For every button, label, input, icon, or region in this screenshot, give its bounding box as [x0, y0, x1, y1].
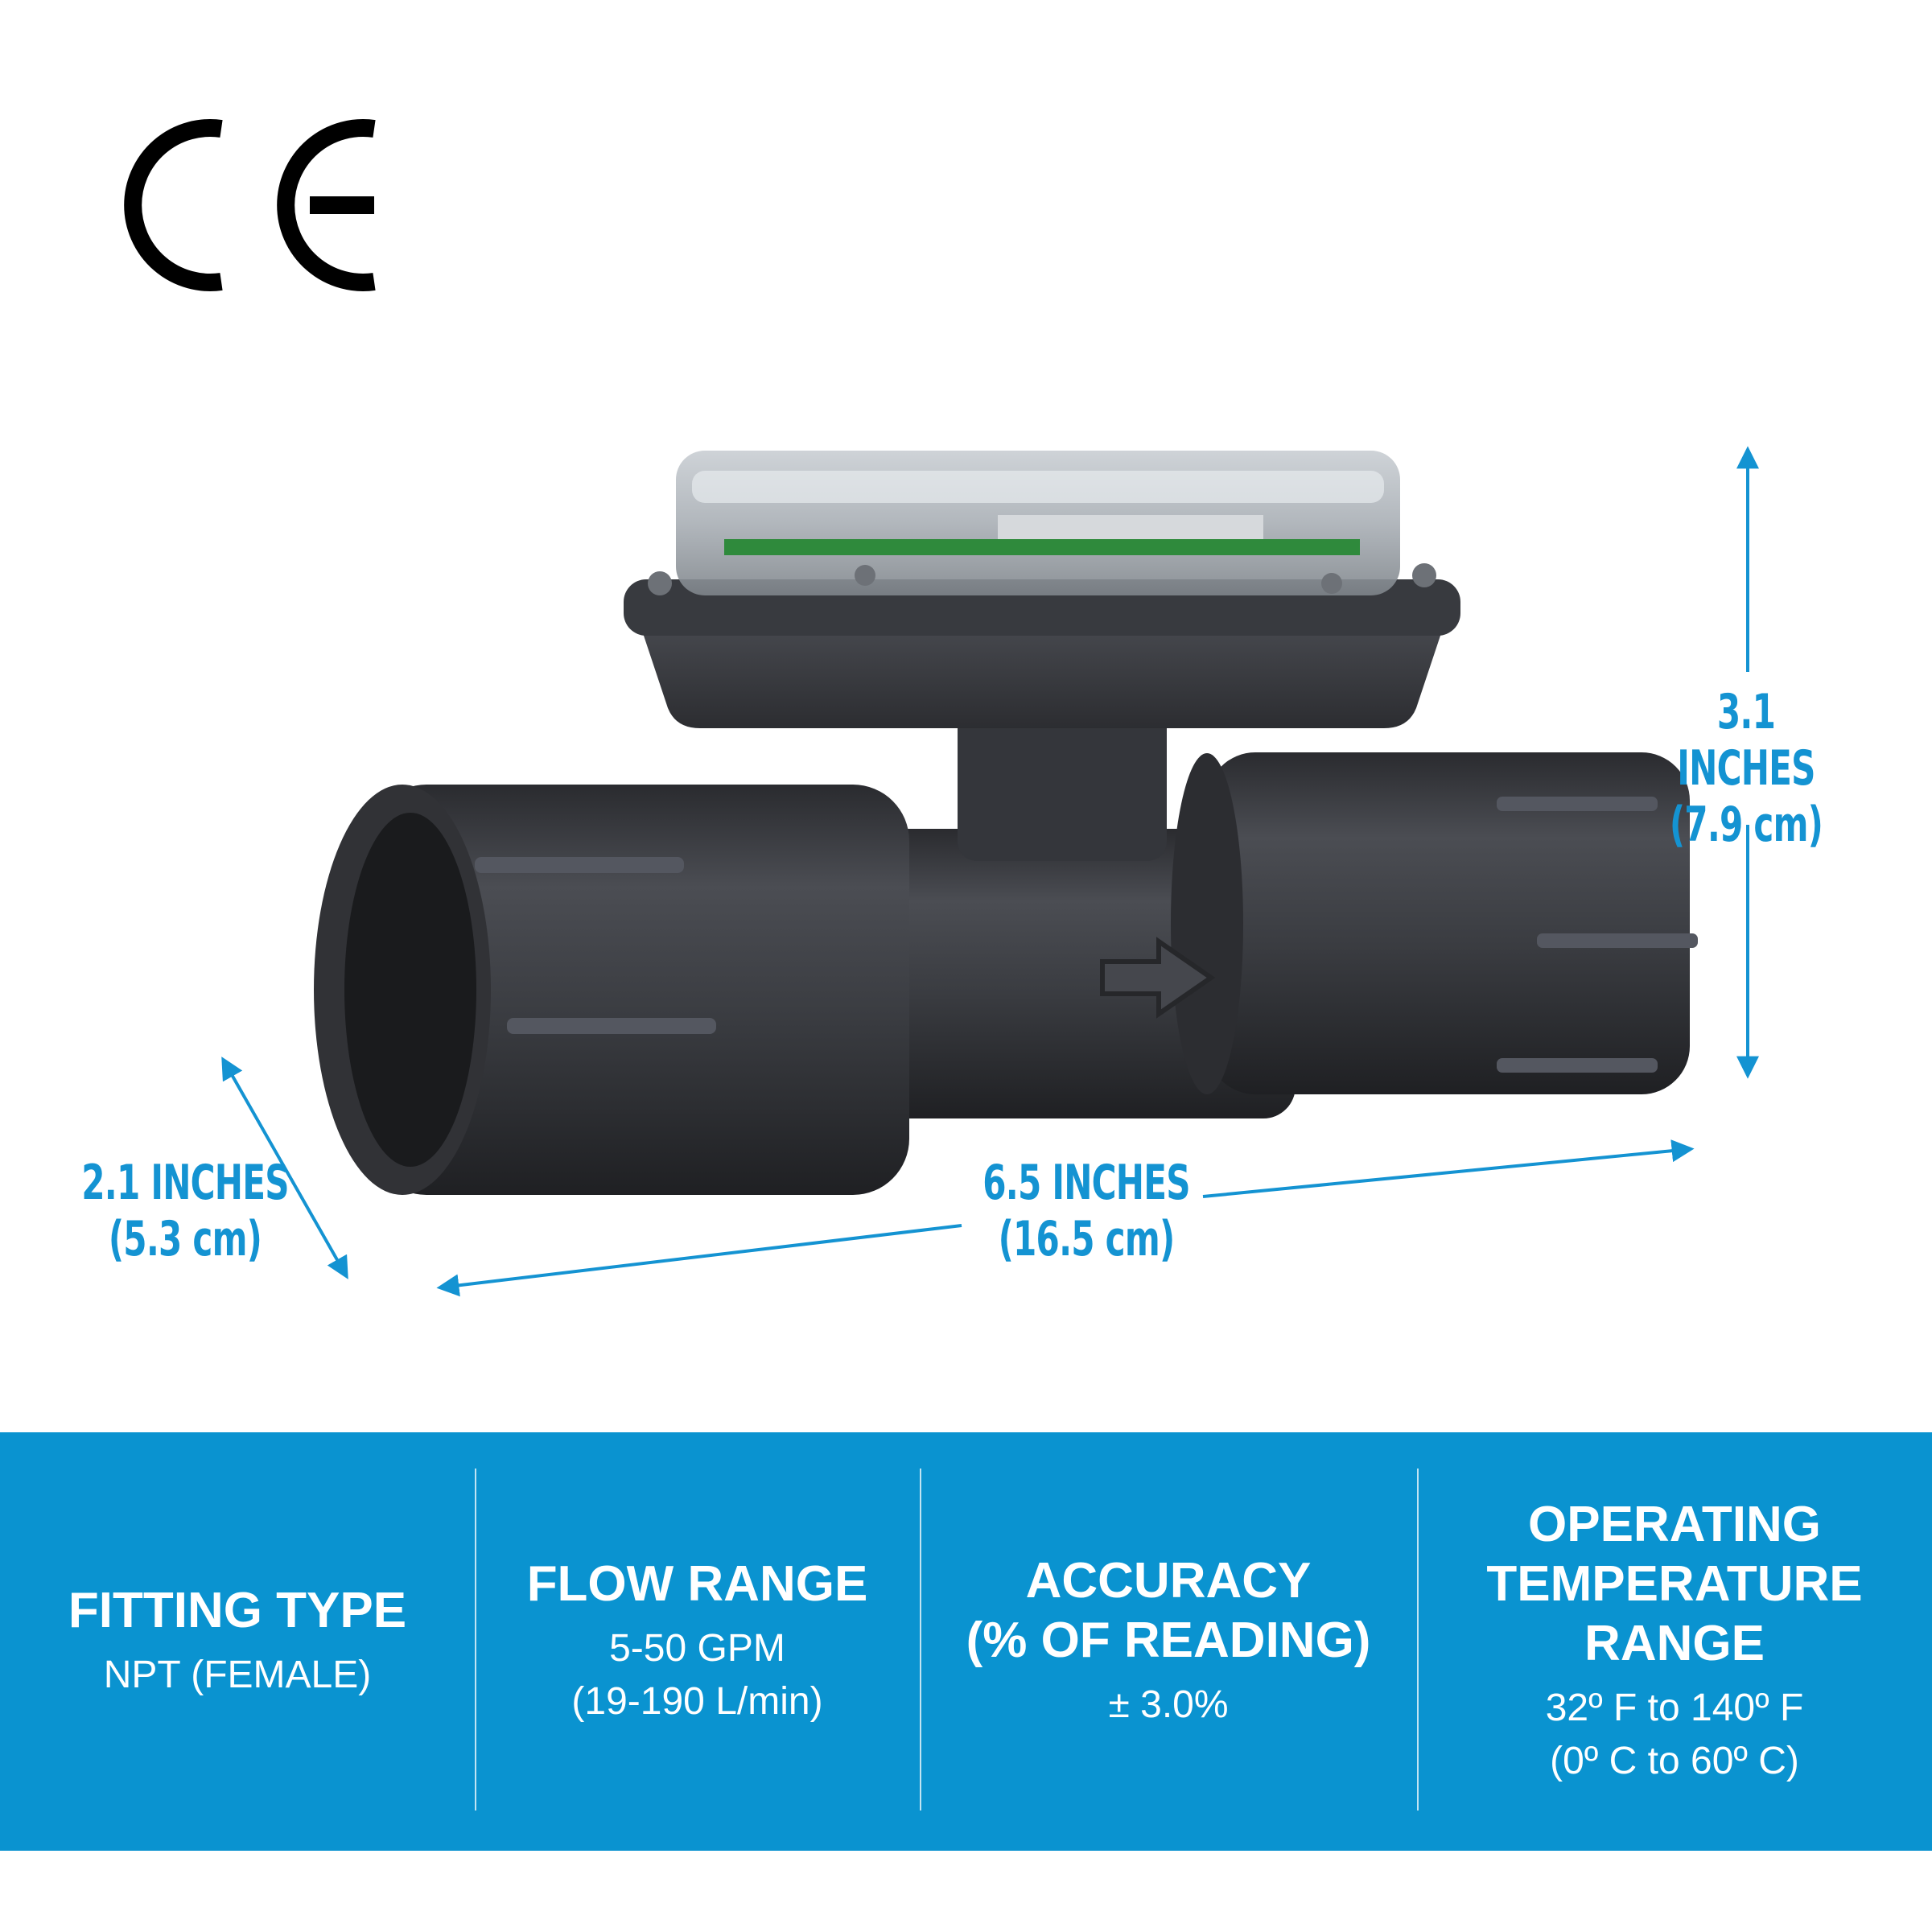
- depth-cm: (5.3 cm): [108, 1211, 262, 1267]
- spec-operating-temperature: OPERATING TEMPERATURE RANGE 32º F to 140…: [1417, 1432, 1932, 1851]
- length-dimension-label: 6.5 INCHES (16.5 cm): [974, 1155, 1200, 1267]
- spec-accuracy: ACCURACY (% OF READING) ± 3.0%: [920, 1432, 1417, 1851]
- product-scene: [124, 119, 1759, 1297]
- height-inches: 3.1 INCHES: [1677, 684, 1815, 797]
- depth-dimension-label: 2.1 INCHES (5.3 cm): [78, 1155, 291, 1267]
- spec-value: ± 3.0%: [1108, 1683, 1229, 1726]
- height-cm: (7.9 cm): [1669, 797, 1823, 853]
- length-inches: 6.5 INCHES: [982, 1155, 1190, 1211]
- ce-mark-logo: [124, 119, 376, 291]
- length-cm: (16.5 cm): [998, 1211, 1176, 1267]
- spec-bar: FITTING TYPE NPT (FEMALE) FLOW RANGE 5-5…: [0, 1432, 1932, 1851]
- spec-value: NPT (FEMALE): [103, 1654, 372, 1696]
- spec-value: 5-50 GPM (19-190 L/min): [571, 1627, 823, 1723]
- depth-dimension-arrow: [221, 1057, 348, 1279]
- length-dimension-arrow-left: [436, 1224, 962, 1297]
- length-dimension-arrow-right: [1202, 1139, 1695, 1198]
- spec-title: OPERATING TEMPERATURE RANGE: [1486, 1497, 1863, 1671]
- spec-title: ACCURACY (% OF READING): [966, 1553, 1371, 1668]
- spec-fitting-type: FITTING TYPE NPT (FEMALE): [0, 1432, 475, 1851]
- spec-title: FLOW RANGE: [526, 1556, 868, 1612]
- spec-title: FITTING TYPE: [68, 1583, 407, 1638]
- flow-meter-illustration: [314, 451, 1698, 1195]
- height-dimension-label: 3.1 INCHES (7.9 cm): [1646, 684, 1847, 853]
- depth-inches: 2.1 INCHES: [81, 1155, 289, 1211]
- spec-flow-range: FLOW RANGE 5-50 GPM (19-190 L/min): [475, 1432, 920, 1851]
- spec-value: 32º F to 140º F (0º C to 60º C): [1545, 1687, 1804, 1782]
